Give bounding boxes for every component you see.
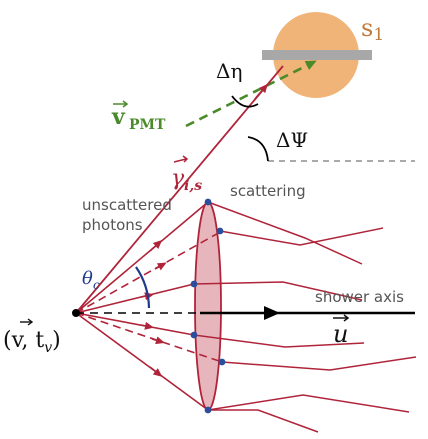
scattered-ray-3 [193, 281, 363, 301]
svg-text:i,s: i,s [184, 178, 202, 194]
svg-text:c: c [93, 278, 100, 292]
theta-c-arc [135, 266, 151, 309]
scattered-ray-6 [207, 394, 410, 413]
svg-text:v: v [111, 104, 126, 130]
ray-lower-inner [75, 312, 195, 336]
ray-upper-inner-arrow [140, 292, 154, 301]
scattered-ray-2 [207, 201, 363, 265]
scattered-ray-1 [219, 227, 384, 246]
intersection-dot [204, 198, 212, 206]
svg-text:u: u [333, 320, 348, 348]
photon-ray-arrow [254, 83, 268, 100]
svg-text:γ: γ [171, 166, 185, 191]
ray-lower-inner-arrow [140, 321, 154, 330]
sensor-label: s1 [361, 14, 384, 45]
sensor-bar [262, 50, 372, 60]
ray-lower-outer-arrow [149, 366, 163, 377]
intersection-dot [190, 331, 198, 339]
scattering-label: scattering [230, 182, 306, 200]
theta-c-label: θ c [82, 268, 100, 292]
ray-upper-dashed [75, 230, 223, 314]
svg-text:(v, tv): (v, tv) [3, 328, 61, 356]
gamma-label: γ i,s [171, 155, 202, 194]
scattered-ray-7 [208, 409, 319, 433]
unscattered-label-line2: photons [82, 216, 143, 234]
ray-lower-dashed-arrow [151, 336, 165, 345]
delta-eta-label: Δη [216, 59, 242, 83]
svg-text:θ: θ [82, 268, 93, 289]
delta-psi-arc [247, 136, 269, 162]
ray-upper-inner [75, 283, 195, 314]
intersection-dot [218, 358, 226, 366]
scattered-ray-5 [221, 356, 417, 371]
shower-axis-label: shower axis [315, 288, 404, 306]
v-pmt-arrow [185, 60, 317, 128]
vertex-label: (v, tv) [3, 318, 61, 356]
vertex-point [72, 309, 80, 317]
u-vector-label: u [333, 314, 350, 348]
ray-upper-outer [75, 201, 209, 314]
ray-lower-outer [75, 312, 209, 411]
scattered-ray-4 [193, 334, 365, 348]
intersection-dot [190, 280, 198, 288]
svg-text:PMT: PMT [129, 117, 166, 133]
v-pmt-label: v PMT [111, 100, 166, 133]
intersection-dot [204, 406, 212, 414]
ray-upper-dashed-arrow [154, 262, 167, 271]
unscattered-label-line1: unscattered [82, 196, 172, 214]
ray-upper-outer-arrow [149, 239, 163, 252]
delta-psi-label: ΔΨ [276, 128, 308, 152]
intersection-dot [216, 227, 224, 235]
delta-eta-arc [231, 95, 259, 108]
